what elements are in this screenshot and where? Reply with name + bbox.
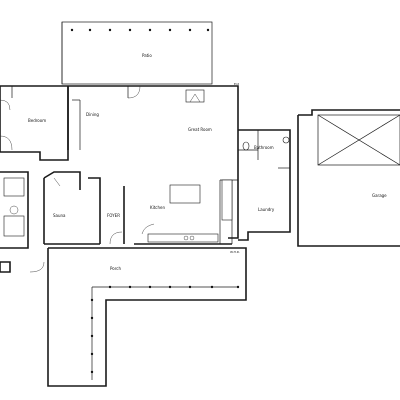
porch-post-marker [148,285,152,289]
exterior-walls [0,85,239,273]
kitchen-island [169,184,201,204]
label-garage: Garage [372,193,387,198]
interior-walls [11,86,238,244]
patio-post-marker [168,28,172,32]
patio-post-marker [188,28,192,32]
room-labels: Patio Bedroom Dining Great Room Bathroom… [28,53,387,271]
porch-post-marker [90,352,94,356]
label-foyer: FOYER [107,213,120,218]
patio-post-marker [128,28,132,32]
patio-canopy [61,21,213,85]
porch-post-marker [108,285,112,289]
mark-whd: W.H.D. [230,250,240,254]
patio-post-marker [88,28,92,32]
label-patio: Patio [142,53,152,58]
door-swing [0,99,11,111]
porch-post-marker [128,285,132,289]
patio-post-marker [108,28,112,32]
bath-laundry-wing [238,129,291,241]
label-bathroom: Bathroom [254,145,274,150]
toilet-icon [242,141,250,151]
porch-post-marker [236,285,240,289]
label-bedroom: Bedroom [28,118,46,123]
label-kitchen: Kitchen [150,205,165,210]
patio-post-marker [148,28,152,32]
patio-post-marker [206,28,210,32]
label-great-room: Great Room [188,127,212,132]
fireplace-icon [185,89,205,103]
label-porch: Porch [110,266,121,271]
porch-post-marker [188,285,192,289]
mark-ent: Ent [234,82,240,86]
porch-post-marker [210,285,214,289]
kitchen-counter [221,179,233,221]
porch-post-marker [90,370,94,374]
garage-block [297,109,400,247]
porch-post-marker [90,334,94,338]
patio-post-marker [70,28,74,32]
fixtures [0,85,290,273]
label-dining: Dining [86,112,99,117]
porch-post-marker [90,316,94,320]
label-sauna: Sauna [53,213,66,218]
porch-outline [47,247,247,387]
label-laundry: Laundry [258,207,275,212]
porch-post-marker [168,285,172,289]
sink-icon [282,136,290,144]
porch-post-marker [90,298,94,302]
